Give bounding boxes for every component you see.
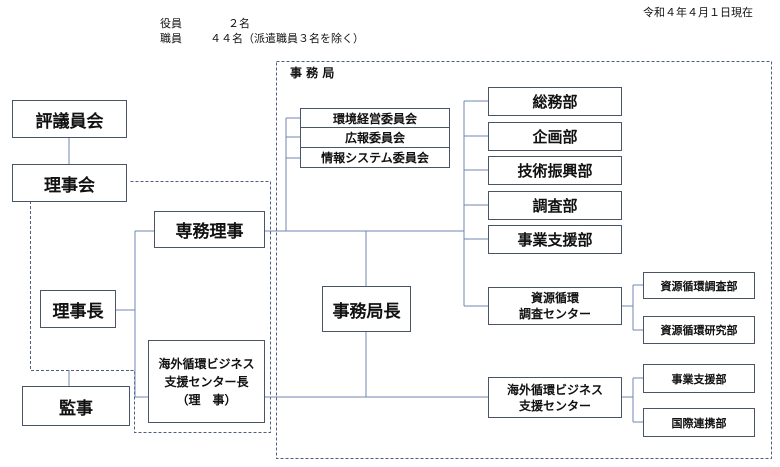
overseas-sub-box-1: 事業支援部: [643, 364, 755, 393]
overseas-sub-box-2: 国際連携部: [643, 408, 755, 437]
overseas-sub-label-1: 事業支援部: [671, 372, 727, 386]
dept-box-4: 調査部: [488, 191, 622, 220]
resource-center-box: 資源循環 調査センター: [488, 287, 622, 325]
dept-label-3: 技術振興部: [517, 162, 593, 180]
dept-label-5: 事業支援部: [517, 231, 593, 249]
dept-label-4: 調査部: [532, 197, 578, 215]
as-of-date: 令和４年４月１日現在: [643, 6, 753, 19]
council-label: 評議員会: [35, 111, 104, 132]
secretary-general-box: 事務局長: [322, 286, 411, 332]
executive-director-label: 専務理事: [175, 222, 244, 242]
executive-director-box: 専務理事: [154, 211, 265, 248]
overseas-head-line-3: （理 事）: [176, 392, 237, 407]
resource-center-line-2: 調査センター: [518, 307, 591, 321]
overseas-head-box: 海外循環ビジネス 支援センター長 （理 事）: [148, 340, 265, 423]
committee-label-2: 広報委員会: [344, 131, 405, 145]
secretariat-frame: [276, 61, 772, 459]
dept-label-1: 総務部: [532, 93, 578, 111]
committee-box-3: 情報システム委員会: [300, 147, 450, 168]
dept-box-3: 技術振興部: [488, 156, 622, 185]
committee-box-1: 環境経営委員会: [300, 108, 450, 128]
committee-label-3: 情報システム委員会: [321, 151, 429, 165]
committee-box-2: 広報委員会: [300, 127, 450, 148]
resource-sub-box-2: 資源循環研究部: [643, 316, 755, 344]
board-box: 理事会: [12, 164, 127, 202]
chairman-box: 理事長: [40, 290, 116, 328]
board-auditor-dashed: [30, 196, 131, 371]
dept-label-2: 企画部: [532, 128, 578, 146]
dept-box-1: 総務部: [488, 87, 622, 116]
resource-center-line-1: 資源循環: [530, 291, 579, 305]
overseas-center-box: 海外循環ビジネス 支援センター: [488, 377, 622, 418]
committee-label-1: 環境経営委員会: [332, 111, 417, 126]
resource-sub-box-1: 資源循環調査部: [643, 272, 755, 299]
chairman-label: 理事長: [52, 301, 104, 322]
council-box: 評議員会: [12, 100, 127, 138]
auditor-label: 監事: [59, 398, 93, 419]
staff-count: ４４名（派遣職員３名を除く）: [210, 32, 364, 45]
secretariat-label: 事 務 局: [290, 66, 335, 80]
resource-sub-label-2: 資源循環研究部: [660, 324, 738, 337]
resource-sub-label-1: 資源循環調査部: [660, 279, 738, 293]
overseas-head-line-1: 海外循環ビジネス: [158, 356, 255, 371]
overseas-center-line-1: 海外循環ビジネス: [506, 382, 603, 397]
overseas-head-line-2: 支援センター長: [164, 374, 249, 389]
dept-box-2: 企画部: [488, 122, 622, 151]
overseas-sub-label-2: 国際連携部: [671, 416, 727, 430]
overseas-center-line-2: 支援センター: [518, 398, 591, 413]
officers-count: ２名: [228, 17, 250, 30]
secretary-general-label: 事務局長: [332, 301, 401, 322]
dept-box-5: 事業支援部: [488, 225, 622, 254]
staff-label: 職員: [160, 32, 182, 45]
officers-label: 役員: [160, 17, 182, 30]
auditor-box: 監事: [22, 386, 130, 426]
overseas-head-frame: [130, 181, 271, 433]
board-label: 理事会: [44, 175, 95, 196]
